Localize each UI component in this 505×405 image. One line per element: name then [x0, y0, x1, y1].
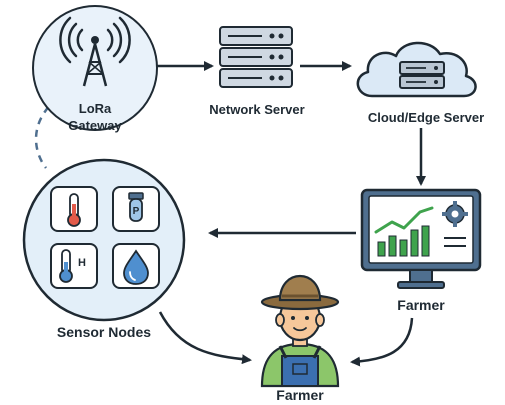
sensor-nodes-circle [22, 158, 186, 322]
sensor-tile-water [112, 243, 160, 289]
dashed-link-gateway-to-sensors [34, 97, 59, 169]
gear-icon [442, 201, 468, 227]
farmer-node: Farmer [260, 274, 340, 403]
arrow-sensors-to-farmer [158, 311, 252, 365]
arrow-dashboard-to-farmer [350, 317, 414, 367]
server-rack-icon [219, 26, 293, 88]
sensor-tile-humidity: H [50, 243, 98, 289]
water-drop-icon [123, 249, 149, 285]
thermometer-icon [67, 193, 81, 227]
lora-gateway-node: LoRa Gateway [32, 5, 158, 133]
cloud-edge-server-node: Cloud/Edge Server [356, 41, 484, 125]
ph-sensor-icon: P [128, 192, 144, 222]
sensor-tile-temperature [50, 186, 98, 232]
gateway-label-line1: LoRa [79, 101, 112, 116]
sensor-nodes-group: P H Sensor Nod [22, 158, 186, 340]
ph-sensor-letter: P [133, 206, 140, 217]
network-server-node: Network Server [209, 26, 305, 117]
cloud-server-label: Cloud/Edge Server [368, 110, 484, 125]
radio-tower-icon [59, 16, 131, 87]
dashboard-node: Farmer [360, 188, 482, 313]
cloud-server-icon [356, 41, 477, 98]
connectors [34, 61, 426, 367]
farmer-label: Farmer [276, 387, 324, 403]
humidity-thermometer-icon: H [59, 249, 86, 283]
farmer-icon [260, 274, 340, 388]
humidity-sensor-letter: H [78, 257, 86, 269]
monitor-dashboard-icon [360, 188, 482, 289]
sensor-tile-ph: P [112, 186, 160, 232]
network-server-label: Network Server [209, 102, 304, 117]
gateway-label-line2: Gateway [68, 118, 122, 133]
sensor-nodes-label: Sensor Nodes [57, 324, 151, 340]
dashboard-label: Farmer [397, 297, 445, 313]
